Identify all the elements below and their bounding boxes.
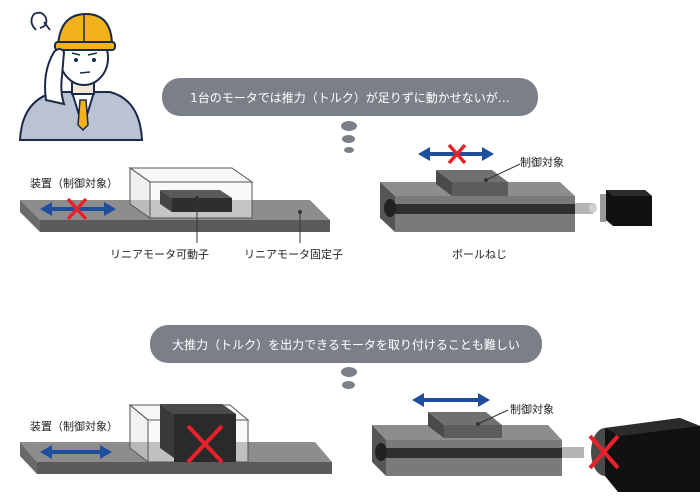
bottom-left-double-arrow bbox=[40, 445, 112, 459]
leader-top-target bbox=[485, 163, 521, 181]
bottom-right-red-cross-icon bbox=[588, 434, 620, 470]
bottom-bubble-dot-2 bbox=[342, 381, 355, 389]
bottom-bubble-dot-1 bbox=[341, 367, 357, 377]
bottom-linear-motor-mover-housing bbox=[128, 403, 250, 464]
top-bubble-dot-2 bbox=[342, 135, 355, 143]
linear-stator-label: リニアモータ固定子 bbox=[244, 248, 343, 261]
bottom-ballscrew-carriage bbox=[428, 412, 502, 438]
bottom-left-red-cross-icon bbox=[186, 424, 224, 464]
top-bubble-dot-1 bbox=[341, 121, 357, 131]
leader-bottom-target bbox=[477, 409, 509, 425]
top-left-red-cross-icon bbox=[66, 197, 88, 221]
worried-worker-figure bbox=[18, 11, 144, 141]
top-bubble-dot-3 bbox=[344, 147, 354, 153]
bottom-right-double-arrow bbox=[412, 393, 490, 407]
top-bubble-text: 1台のモータでは推力（トルク）が足りずに動かせないが… bbox=[190, 90, 510, 105]
top-ballscrew-carriage bbox=[436, 170, 508, 196]
top-right-target-label: 制御対象 bbox=[520, 156, 564, 169]
top-right-red-cross-icon bbox=[447, 143, 467, 165]
top-left-device-label: 装置（制御対象） bbox=[30, 177, 118, 190]
bottom-right-target-label: 制御対象 bbox=[510, 403, 554, 416]
top-thought-bubble: 1台のモータでは推力（トルク）が足りずに動かせないが… bbox=[162, 78, 538, 116]
linear-mover-label: リニアモータ可動子 bbox=[110, 248, 209, 261]
bottom-bubble-text: 大推力（トルク）を出力できるモータを取り付けることも難しい bbox=[172, 337, 520, 352]
top-servo-motor bbox=[600, 190, 652, 226]
ballscrew-label: ボールねじ bbox=[452, 248, 507, 261]
bottom-left-device-label: 装置（制御対象） bbox=[30, 420, 118, 433]
bottom-thought-bubble: 大推力（トルク）を出力できるモータを取り付けることも難しい bbox=[150, 325, 542, 363]
bottom-ballscrew-base bbox=[372, 425, 584, 476]
top-linear-motor-mover-housing bbox=[128, 167, 254, 219]
